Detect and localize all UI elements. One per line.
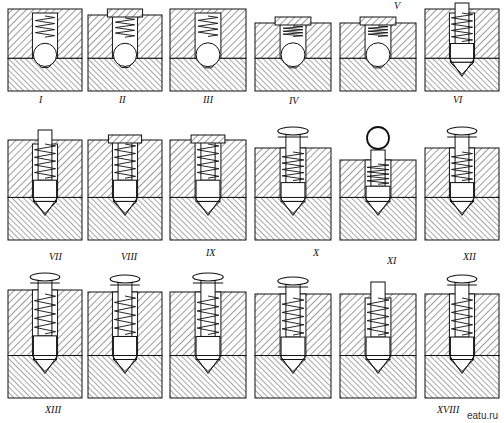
- figure-number: I: [38, 95, 43, 105]
- base-plate: [170, 197, 246, 240]
- spring: [35, 16, 54, 37]
- figure-number: IV: [288, 96, 299, 106]
- spring: [451, 152, 472, 181]
- spring: [114, 144, 135, 178]
- tapered-hole: [449, 356, 474, 374]
- plunger-collar: [450, 337, 473, 359]
- knob: [278, 127, 308, 135]
- figure-number: XVIII: [436, 405, 460, 415]
- base-plate: [88, 356, 162, 398]
- figure-number: III: [202, 95, 214, 105]
- spring: [197, 296, 219, 334]
- threaded-cap: [191, 135, 225, 143]
- pull-ring: [367, 127, 389, 149]
- tapered-hole: [112, 356, 137, 374]
- base-plate: [8, 356, 82, 398]
- cross-pin: [30, 283, 60, 284]
- plunger-collar: [33, 180, 56, 201]
- spring: [34, 144, 55, 178]
- watermark: eatu.ru: [466, 411, 499, 421]
- cross-pin: [278, 137, 308, 138]
- figure-number: IX: [205, 248, 216, 258]
- cross-pin: [447, 137, 477, 138]
- plunger-collar: [450, 183, 473, 202]
- figure-number: XII: [462, 252, 477, 262]
- detent-ball: [366, 43, 390, 67]
- spring: [367, 164, 389, 184]
- cross-pin: [193, 283, 223, 284]
- figure-number: VI: [452, 95, 463, 105]
- detent-ball: [33, 43, 56, 66]
- threaded-cap: [108, 135, 141, 143]
- spring: [367, 298, 389, 335]
- base-plate: [170, 356, 246, 398]
- tapered-hole: [449, 197, 474, 215]
- cross-pin: [278, 287, 308, 288]
- cap-screw: [275, 17, 311, 25]
- spring: [283, 26, 303, 36]
- tapered-hole: [365, 197, 391, 215]
- tapered-hole: [280, 356, 306, 374]
- plunger-collar: [196, 336, 220, 359]
- tapered-hole: [32, 197, 57, 215]
- detent-ball: [113, 43, 136, 66]
- cross-pin: [447, 285, 477, 286]
- knob: [30, 273, 60, 281]
- spring: [282, 298, 304, 335]
- base-plate: [425, 58, 499, 91]
- base-plate: [255, 356, 331, 398]
- detent-ball: [196, 43, 220, 67]
- knob: [193, 273, 223, 281]
- spring: [197, 144, 219, 178]
- plunger-collar: [113, 336, 136, 359]
- tapered-hole: [112, 197, 137, 215]
- spring: [198, 16, 218, 36]
- tapered-hole: [449, 58, 474, 76]
- spring: [451, 13, 472, 42]
- tapered-hole: [280, 197, 306, 215]
- plunger-collar: [366, 337, 390, 359]
- spring: [282, 152, 304, 181]
- tapered-hole: [195, 356, 221, 374]
- plunger-collar: [196, 180, 220, 201]
- spring: [114, 296, 135, 334]
- figure-number: VII: [48, 252, 63, 262]
- figure-number: XI: [386, 256, 397, 266]
- figure-number: V: [393, 1, 401, 11]
- spring: [115, 18, 134, 37]
- plunger-collar: [450, 44, 473, 63]
- base-plate: [8, 197, 82, 240]
- tapered-hole: [365, 356, 391, 374]
- figure-number: X: [312, 248, 320, 258]
- knob: [278, 277, 308, 285]
- knob: [447, 127, 477, 135]
- spring: [34, 294, 55, 334]
- base-plate: [88, 197, 162, 240]
- figure-number: VIII: [120, 252, 138, 262]
- base-plate: [255, 197, 331, 240]
- detent-ball: [281, 43, 305, 67]
- knob: [110, 275, 140, 283]
- cap-screw: [107, 9, 142, 17]
- base-plate: [340, 356, 416, 398]
- spring: [368, 26, 388, 36]
- figure-number: XIII: [44, 405, 62, 415]
- cross-pin: [110, 285, 140, 286]
- knob: [447, 275, 477, 283]
- base-plate: [340, 197, 416, 240]
- base-plate: [425, 197, 499, 240]
- spring: [451, 298, 472, 335]
- cap-screw: [360, 17, 396, 25]
- plunger-collar: [366, 186, 390, 201]
- plunger-collar: [281, 183, 305, 202]
- tapered-hole: [195, 197, 221, 215]
- plunger-collar: [113, 180, 136, 201]
- tapered-hole: [32, 356, 57, 374]
- plunger-collar: [281, 337, 305, 359]
- base-plate: [425, 356, 499, 398]
- figure-number: II: [118, 95, 127, 105]
